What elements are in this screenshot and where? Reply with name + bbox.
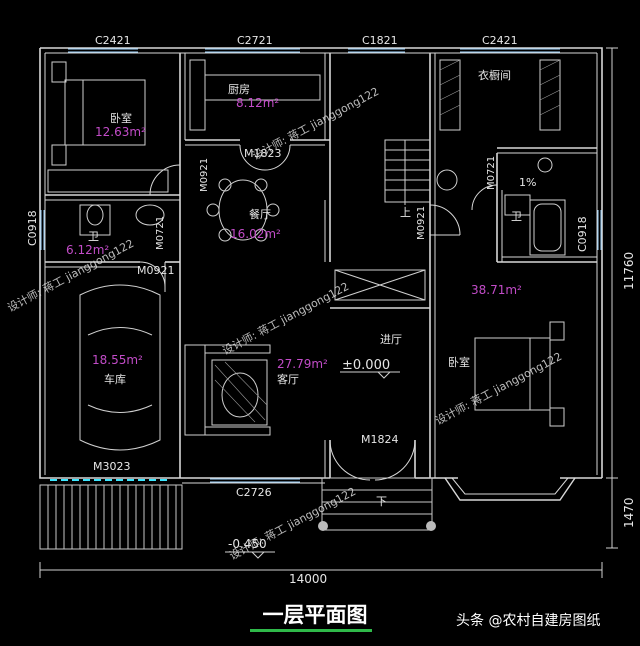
door-label-m0921-a: M0921 xyxy=(199,158,210,192)
door-swings xyxy=(139,144,498,481)
area-living: 27.79m² xyxy=(277,357,328,371)
level-floor: ±0.000 xyxy=(342,358,390,373)
drawing-title: 一层平面图 xyxy=(262,603,368,627)
door-label-m1823: M1823 xyxy=(244,147,282,160)
dimension-height: 11760 xyxy=(622,252,636,290)
window-label-right: C0918 xyxy=(576,216,589,252)
room-name-bedroom-right: 卧室 xyxy=(448,355,470,369)
hatching xyxy=(214,59,561,423)
level-step-down: 下 xyxy=(376,495,387,508)
porch-column-right xyxy=(426,521,436,531)
watermark-3: 设计师: 蒋工 jianggong122 xyxy=(220,280,351,358)
area-garage: 18.55m² xyxy=(92,353,143,367)
window-label-top-1: C2421 xyxy=(95,34,131,47)
dimension-porch: 1470 xyxy=(622,497,636,528)
room-name-entry: 进厅 xyxy=(380,333,402,346)
room-name-bath-right: 卫 xyxy=(511,210,522,223)
door-label-m1824: M1824 xyxy=(361,433,399,446)
level-slope: 1% xyxy=(519,176,536,189)
window-label-top-4: C2421 xyxy=(482,34,518,47)
level-stair-up: 上 xyxy=(400,206,411,219)
porch-column-left xyxy=(318,521,328,531)
room-name-closet: 衣橱间 xyxy=(478,68,511,82)
door-label-m0721-a: M0721 xyxy=(155,216,166,250)
room-name-bedroom-left: 卧室 xyxy=(110,111,132,125)
dimension-width: 14000 xyxy=(289,572,327,586)
window-label-left: C0918 xyxy=(26,210,39,246)
area-bedroom-left: 12.63m² xyxy=(95,125,146,139)
area-kitchen: 8.12m² xyxy=(236,96,279,110)
furniture xyxy=(47,59,566,451)
area-dining: 16.02m² xyxy=(230,227,281,241)
door-label-m3023: M3023 xyxy=(93,460,131,473)
window-label-top-3: C1821 xyxy=(362,34,398,47)
area-bedroom-right: 38.71m² xyxy=(471,283,522,297)
stairs xyxy=(334,139,431,301)
dimension-lines xyxy=(39,47,618,578)
porch-steps xyxy=(39,477,433,550)
window-label-top-2: C2721 xyxy=(237,34,273,47)
door-label-m0921-c: M0921 xyxy=(416,206,427,240)
room-name-kitchen: 厨房 xyxy=(228,83,250,96)
room-name-bath-left: 卫 xyxy=(88,230,99,243)
window-label-bottom: C2726 xyxy=(236,486,272,499)
door-label-m0721-b: M0721 xyxy=(486,156,497,190)
room-name-dining: 餐厅 xyxy=(249,207,271,221)
room-name-garage: 车库 xyxy=(104,372,126,386)
room-name-living: 客厅 xyxy=(277,372,299,386)
source-credit: 头条 @农村自建房图纸 xyxy=(456,613,601,629)
title-underline xyxy=(250,629,372,632)
area-bath-left: 6.12m² xyxy=(66,243,109,257)
door-label-m0921-b: M0921 xyxy=(137,264,175,277)
windows xyxy=(40,48,602,483)
level-outside: -0.450 xyxy=(228,537,267,551)
